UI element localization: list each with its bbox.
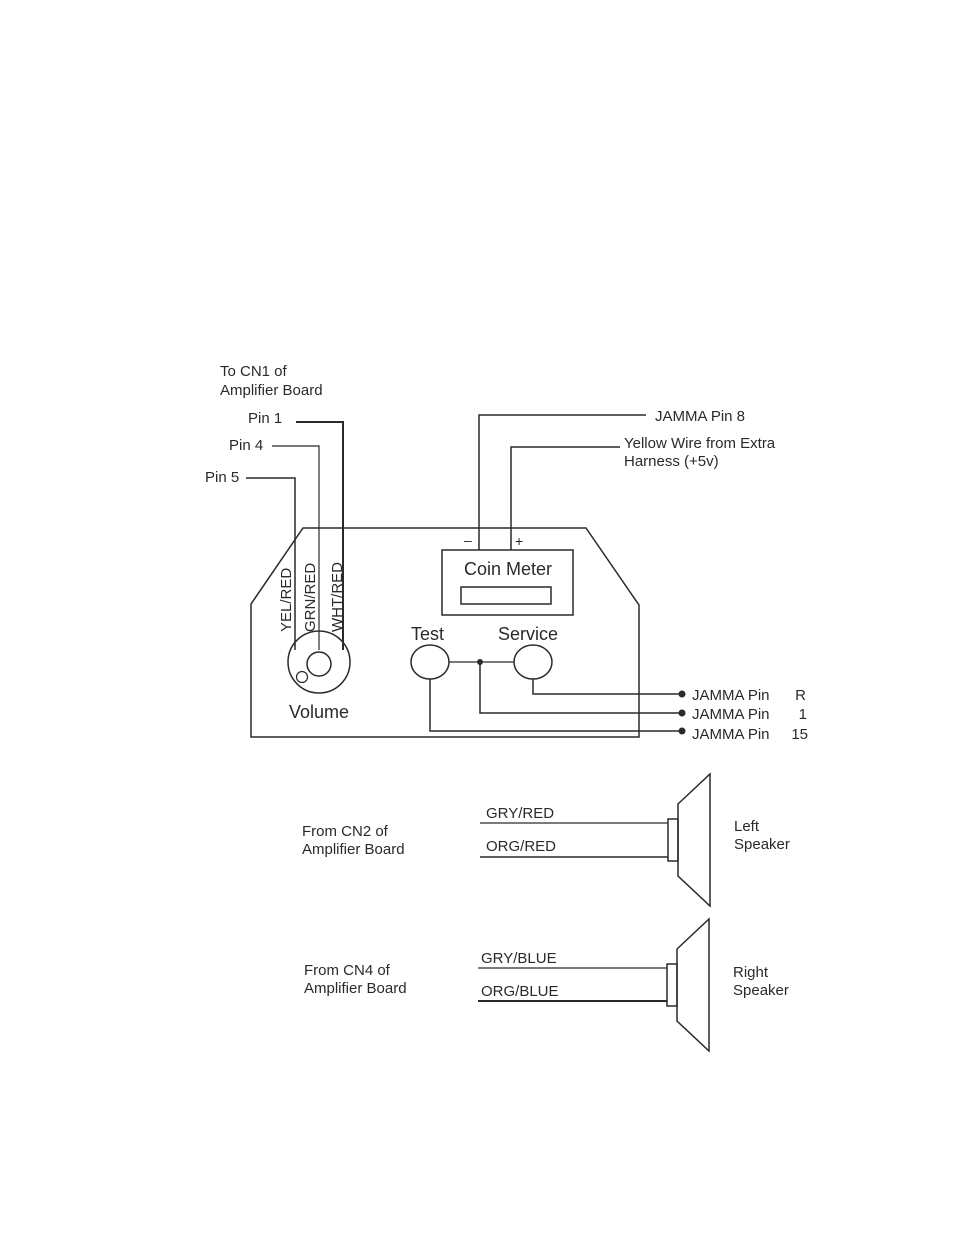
wire-jamma-r xyxy=(532,679,682,695)
jamma-row-1-label: JAMMA Pin xyxy=(692,706,770,723)
pin5-label: Pin 5 xyxy=(205,469,239,486)
volume-knob-shaft xyxy=(306,651,332,677)
coin-meter-label: Coin Meter xyxy=(464,559,552,579)
right-wire1-label: GRY/BLUE xyxy=(481,950,557,967)
jamma-row-1-pin: 1 xyxy=(799,706,807,723)
right-from-line1: From CN4 of xyxy=(304,962,391,979)
right-speaker-magnet xyxy=(666,963,678,1007)
test-label: Test xyxy=(411,624,444,644)
test-button xyxy=(410,644,450,680)
right-speaker-line2: Speaker xyxy=(733,982,789,999)
wire-jamma-pin8 xyxy=(478,414,646,550)
coin-meter-box xyxy=(441,549,574,616)
right-speaker-cone xyxy=(676,917,710,1053)
left-speaker-magnet xyxy=(667,818,679,862)
right-speaker-line1: Right xyxy=(733,964,769,981)
volume-knob xyxy=(287,630,351,694)
wire-jamma-15 xyxy=(429,679,682,732)
jamma-row-r-label: JAMMA Pin xyxy=(692,687,770,704)
service-label: Service xyxy=(498,624,558,644)
wire-label-yel-red: YEL/RED xyxy=(278,568,295,632)
jamma-pin8-label: JAMMA Pin 8 xyxy=(655,408,745,425)
wire-pin1 xyxy=(296,421,344,650)
volume-knob-tab xyxy=(295,670,309,684)
coin-meter-minus: – xyxy=(464,532,472,548)
service-button xyxy=(513,644,553,680)
right-wire2-label: ORG/BLUE xyxy=(481,983,559,1000)
jamma-row-15-label: JAMMA Pin xyxy=(692,726,770,743)
cn1-title-line2: Amplifier Board xyxy=(220,382,323,399)
pin4-label: Pin 4 xyxy=(229,437,263,454)
cn1-title-line1: To CN1 of xyxy=(220,363,288,380)
yellow-wire-line2: Harness (+5v) xyxy=(624,453,719,470)
yellow-wire-line1: Yellow Wire from Extra xyxy=(624,435,776,452)
wire-label-grn-red: GRN/RED xyxy=(302,563,319,632)
pin1-label: Pin 1 xyxy=(248,410,282,427)
right-from-line2: Amplifier Board xyxy=(304,980,407,997)
wire-pin4 xyxy=(272,445,320,650)
coin-meter-counter xyxy=(460,586,552,605)
left-speaker-line1: Left xyxy=(734,818,760,835)
left-from-line1: From CN2 of xyxy=(302,823,389,840)
coin-meter-plus: + xyxy=(515,533,523,549)
left-wire2-label: ORG/RED xyxy=(486,838,556,855)
volume-label: Volume xyxy=(289,702,349,722)
jamma-row-15-pin: 15 xyxy=(791,726,808,743)
left-speaker-cone xyxy=(677,772,711,908)
wire-pin5 xyxy=(246,477,296,650)
left-wire1-label: GRY/RED xyxy=(486,805,554,822)
left-speaker-line2: Speaker xyxy=(734,836,790,853)
wire-jamma-1 xyxy=(479,662,682,714)
terminal-dot-15 xyxy=(678,727,686,735)
wire-yellow-5v xyxy=(510,446,620,550)
jamma-row-r-pin: R xyxy=(795,687,806,704)
terminal-dot-1 xyxy=(678,709,686,717)
left-from-line2: Amplifier Board xyxy=(302,841,405,858)
control-panel-outline xyxy=(250,527,640,738)
wire-label-wht-red: WHT/RED xyxy=(329,562,346,632)
terminal-dot-r xyxy=(678,690,686,698)
